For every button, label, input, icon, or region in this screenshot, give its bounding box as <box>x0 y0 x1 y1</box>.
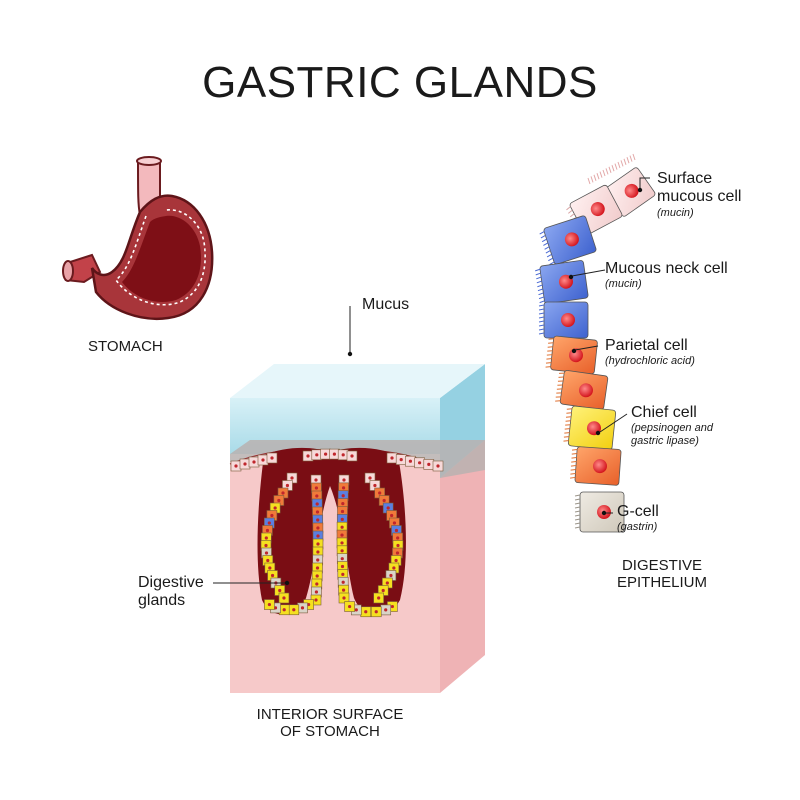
surface-mucous-cell-name-2: mucous cell <box>657 188 742 206</box>
gland-cell <box>386 452 398 464</box>
epithelium-column <box>535 153 656 533</box>
gland-cell <box>278 592 290 604</box>
interior-surface-line-1: INTERIOR SURFACE <box>256 706 404 723</box>
epithelium-cell <box>539 215 597 265</box>
chief-cell-leader <box>599 413 628 433</box>
epithelium-cell <box>538 301 589 339</box>
mucous-neck-cell-label: Mucous neck cell (mucin) <box>605 260 728 291</box>
chief-cell-label: Chief cell (pepsinogen and gastric lipas… <box>631 404 713 448</box>
digestive-glands-label: Digestive glands <box>138 574 204 611</box>
gland-cell <box>264 599 275 610</box>
gland-cell <box>360 606 372 618</box>
gland-cell <box>288 604 300 616</box>
gland-cell <box>382 502 394 514</box>
mucus-label: Mucus <box>362 296 410 313</box>
g-cell-product: (gastrin) <box>617 521 658 534</box>
epithelium-cell <box>535 260 589 304</box>
chief-cell-product-1: (pepsinogen and <box>631 422 713 435</box>
page-title: GASTRIC GLANDS <box>202 58 598 107</box>
epithelium-cell <box>545 335 598 375</box>
digestive-epithelium-line-1: DIGESTIVE <box>621 557 703 574</box>
gland-cell <box>264 562 276 574</box>
gland-cell <box>414 457 425 469</box>
interior-surface-line-2: OF STOMACH <box>280 723 380 741</box>
gland-cell <box>266 452 278 464</box>
gland-cell <box>405 455 416 467</box>
interior-surface-label: INTERIOR SURFACE OF STOMACH <box>257 706 404 741</box>
stomach-illustration <box>62 156 214 320</box>
mucous-neck-cell-product: (mucin) <box>605 278 642 291</box>
leader-dots <box>284 187 643 586</box>
chief-cell-name: Chief cell <box>631 404 697 421</box>
tissue-block <box>229 364 485 693</box>
gland-cell <box>380 604 392 616</box>
gland-cell <box>230 460 242 472</box>
parietal-cell-leader <box>574 345 599 351</box>
parietal-cell-label: Parietal cell (hydrochloric acid) <box>605 337 695 368</box>
digestive-epithelium-label: DIGESTIVE EPITHELIUM <box>617 557 707 592</box>
digestive-glands-line-2: glands <box>138 592 186 610</box>
gland-cell <box>432 460 444 472</box>
digestive-epithelium-line-2: EPITHELIUM <box>616 574 708 592</box>
gland-cells <box>230 448 444 618</box>
epithelium-cell <box>574 491 625 533</box>
surface-mucous-cell-name-1: Surface <box>657 170 713 187</box>
gland-cell <box>336 537 348 549</box>
gland-cell <box>248 456 260 468</box>
mucous-neck-cell-name: Mucous neck cell <box>605 260 728 277</box>
gland-cell <box>344 601 355 612</box>
gland-cell <box>266 510 278 521</box>
gland-cell <box>395 454 407 465</box>
gland-cell <box>239 458 251 470</box>
g-cell-label: G-cell (gastrin) <box>617 503 659 534</box>
surface-cell-leader <box>639 177 650 188</box>
stomach-label: STOMACH <box>88 338 163 355</box>
parietal-cell-name: Parietal cell <box>605 337 688 354</box>
gland-cell <box>257 454 269 466</box>
gland-cell <box>312 546 324 558</box>
epithelium-cell <box>570 446 622 486</box>
surface-mucous-cell-label: Surface mucous cell (mucin) <box>657 170 741 219</box>
chief-cell-product-2: gastric lipase) <box>631 435 699 448</box>
gland-cell <box>370 606 382 618</box>
g-cell-name: G-cell <box>617 503 659 520</box>
epithelium-cell <box>563 405 617 451</box>
gland-cell <box>338 592 350 604</box>
gland-cell <box>423 459 435 470</box>
gland-cell <box>329 448 340 460</box>
gland-cell <box>346 450 358 462</box>
gland-cell <box>373 592 384 604</box>
epithelium-cell <box>555 370 609 410</box>
digestive-glands-line-1: Digestive <box>138 574 204 591</box>
gland-cell <box>337 569 349 580</box>
gland-cell <box>311 449 323 461</box>
surface-mucous-cell-product: (mucin) <box>657 206 694 219</box>
neck-cell-leader <box>571 269 606 277</box>
gland-cell <box>337 490 349 502</box>
leader-lines <box>213 177 650 584</box>
parietal-cell-product: (hydrochloric acid) <box>605 355 695 368</box>
